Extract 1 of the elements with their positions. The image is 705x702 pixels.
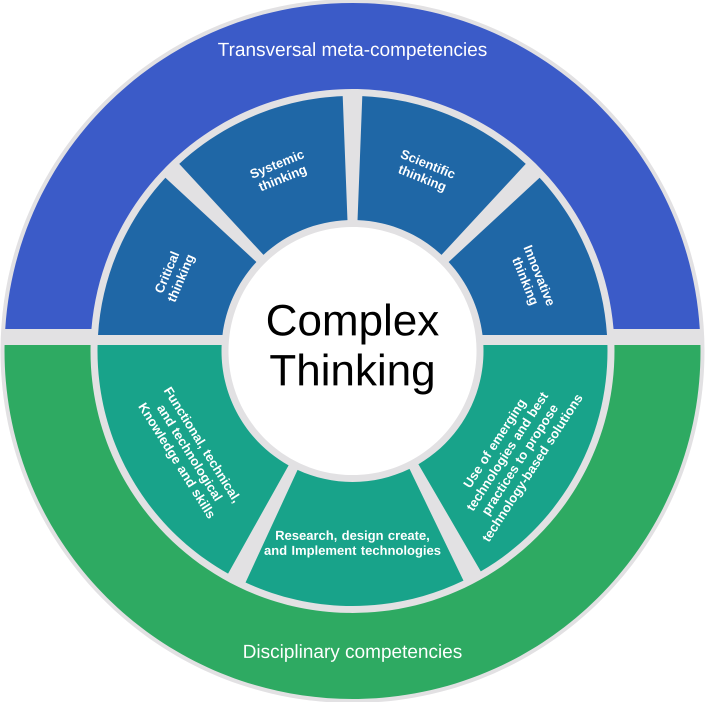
ring-segment: Research, design create, and Implement technologies — [246, 468, 464, 606]
